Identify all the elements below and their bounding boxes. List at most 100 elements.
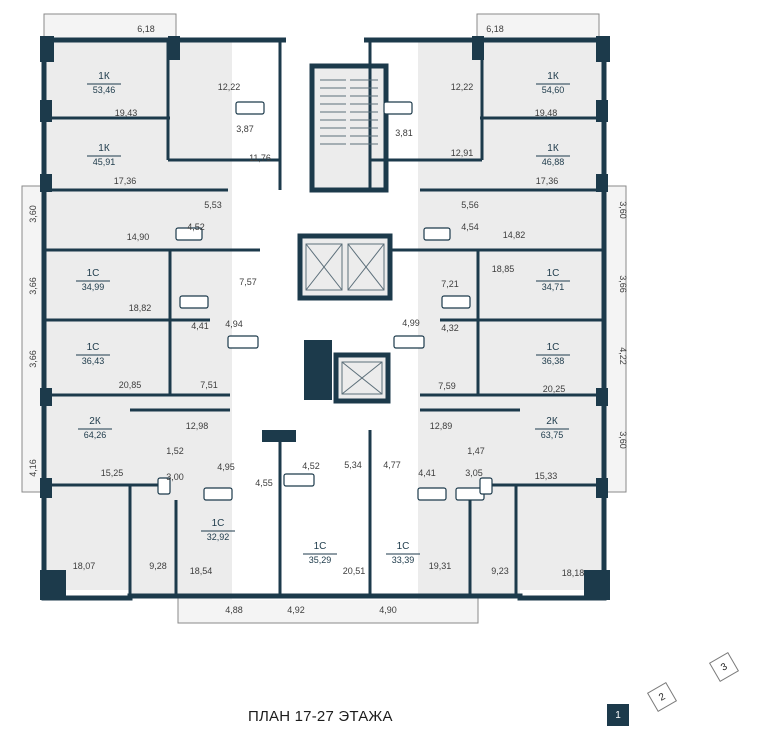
room-area: 7,21 [441,279,459,289]
lift-shafts [305,243,385,395]
room-area: 12,22 [451,82,474,92]
balcony-size: 4,22 [618,347,628,365]
wall-piers [40,36,610,600]
balcony-size: 3,60 [618,431,628,449]
room-area: 18,18 [562,568,585,578]
unit-area: 36,43 [82,356,105,366]
interior-walls [44,40,604,596]
room-area: 12,89 [430,421,453,431]
unit-label: 1К 46,88 [536,143,570,167]
unit-type: 1К [547,71,559,82]
balcony-size: 3,66 [28,350,38,368]
balcony-size: 3,66 [618,275,628,293]
section-marker-1[interactable]: 1 [607,704,629,726]
unit-area: 32,92 [207,532,230,542]
room-area: 9,28 [149,561,167,571]
balcony-size: 6,18 [137,24,155,34]
room-area: 4,54 [461,222,479,232]
balcony-size: 3,60 [618,201,628,219]
room-area: 3,05 [465,468,483,478]
room-area: 9,23 [491,566,509,576]
room-area: 11,76 [249,153,271,163]
room-area: 18,07 [73,561,96,571]
unit-area: 35,29 [309,555,332,565]
room-area: 7,59 [438,381,456,391]
room-area: 12,22 [218,82,241,92]
unit-label: 1К 53,46 [87,71,121,95]
room-area: 18,54 [190,566,213,576]
room-area: 18,85 [492,264,515,274]
unit-label: 1С 35,29 [303,541,337,565]
unit-labels: 1К 53,46 1К 45,91 1С 34,99 1С 36,43 2К 6… [76,71,570,565]
room-area: 5,53 [204,200,222,210]
unit-label: 2К 63,75 [535,416,569,440]
room-area: 20,25 [543,384,566,394]
unit-area: 33,39 [392,555,415,565]
room-area: 5,34 [344,460,362,470]
unit-area: 46,88 [542,157,565,167]
room-area: 3,00 [166,472,184,482]
room-area: 7,57 [239,277,257,287]
unit-type: 1С [397,541,410,552]
balconies [21,13,627,624]
unit-area: 54,60 [542,85,565,95]
room-area: 7,51 [200,380,218,390]
unit-type: 1К [98,143,110,154]
room-area: 17,36 [536,176,559,186]
room-area: 4,41 [191,321,209,331]
room-area: 14,82 [503,230,526,240]
room-area: 4,52 [187,222,205,232]
unit-label: 1С 34,71 [536,268,570,292]
room-area: 4,55 [255,478,273,488]
unit-area: 63,75 [541,430,564,440]
unit-label: 1С 32,92 [201,518,235,542]
room-area: 20,85 [119,380,142,390]
room-area: 14,90 [127,232,150,242]
unit-label: 1С 33,39 [386,541,420,565]
bathroom-fixtures [157,101,493,501]
room-area: 1,52 [166,446,184,456]
room-area: 4,52 [302,461,320,471]
balcony-size: 4,90 [379,605,397,615]
unit-type: 1С [87,268,100,279]
balcony-size: 6,18 [486,24,504,34]
core [232,40,418,600]
unit-type: 1К [547,143,559,154]
room-area: 4,99 [402,318,420,328]
unit-label: 1С 36,43 [76,342,110,366]
room-area: 5,56 [461,200,479,210]
room-area: 19,48 [535,108,558,118]
balcony-size: 3,66 [28,277,38,295]
unit-type: 1С [547,268,560,279]
unit-label: 2К 64,26 [78,416,112,440]
room-area: 1,47 [467,446,485,456]
unit-label: 1С 34,99 [76,268,110,292]
room-area: 17,36 [114,176,137,186]
unit-area: 53,46 [93,85,116,95]
unit-label: 1С 36,38 [536,342,570,366]
room-area: 15,25 [101,468,124,478]
room-area: 19,31 [429,561,452,571]
room-area: 4,95 [217,462,235,472]
unit-label: 1К 45,91 [87,143,121,167]
unit-type: 2К [546,416,558,427]
room-area: 4,32 [441,323,459,333]
balcony-size: 4,16 [28,459,38,477]
balcony-size: 3,60 [28,205,38,223]
room-area: 20,51 [343,566,366,576]
room-area: 12,91 [451,148,474,158]
unit-type: 1С [87,342,100,353]
room-area: 18,82 [129,303,152,313]
unit-area: 36,38 [542,356,565,366]
balcony-size: 4,92 [287,605,305,615]
unit-label: 1К 54,60 [536,71,570,95]
unit-type: 1С [212,518,225,529]
balcony-sizes: 6,18 6,18 3,60 3,66 3,66 4,16 3,60 3,66 … [28,24,628,615]
unit-area: 64,26 [84,430,107,440]
unit-type: 1С [314,541,327,552]
room-area: 3,87 [236,124,254,134]
room-area: 12,98 [186,421,209,431]
unit-area: 34,99 [82,282,105,292]
unit-area: 45,91 [93,157,116,167]
